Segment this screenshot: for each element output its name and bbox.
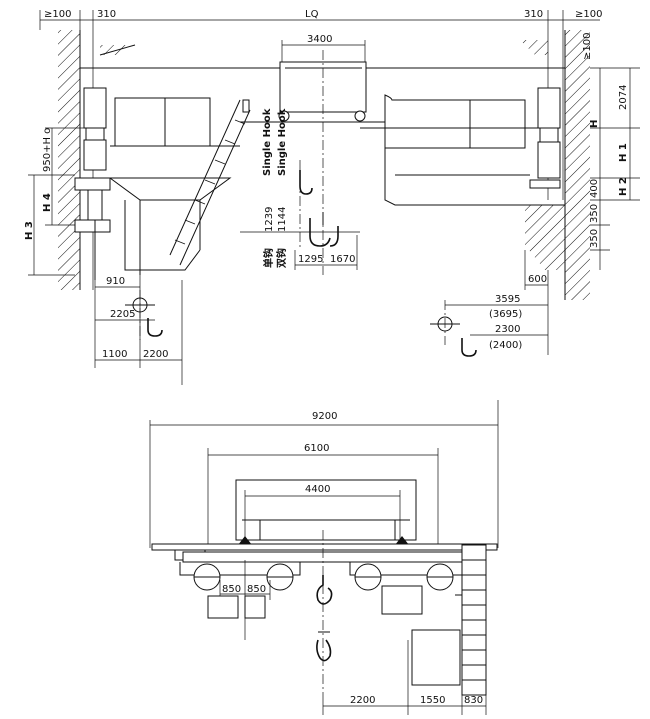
left-end-carriage (74, 87, 111, 280)
aux-hook-icon (299, 170, 313, 195)
dim-h3: H 3 (24, 221, 35, 240)
bottom-hook-icon (316, 530, 333, 700)
right-bottom-dims: 600 3595 (3695) 2300 (2400) (430, 250, 549, 357)
bottom-trolley: 4400 (235, 479, 417, 545)
dim-2205: 2205 (110, 309, 135, 320)
dim-2200-top: 2200 (143, 349, 168, 360)
dim-h2: H 2 (618, 177, 629, 196)
cn-double-hook: 双钩 (275, 248, 288, 268)
dim-910: 910 (106, 276, 125, 287)
cn-single-hook: 单钩 (262, 248, 275, 268)
dim-right-310: 310 (524, 9, 543, 20)
dim-chain-6100: 6100 (207, 443, 439, 545)
left-vertical-dims: 950+H o H 4 H 3 (24, 127, 84, 276)
bottom-bridge-girder (151, 543, 498, 576)
dim-400: 400 (589, 179, 600, 198)
dim-2300: 2300 (495, 324, 520, 335)
dim-1670: 1670 (330, 254, 355, 265)
top-view: ≥100 310 LQ 310 ≥100 ≥100 (24, 9, 640, 385)
bottom-right-cab (411, 544, 487, 696)
single-hook-label-2: Single Hook (277, 108, 288, 176)
dim-span: LQ (305, 9, 319, 20)
dim-3595: 3595 (495, 294, 520, 305)
dim-350-b: 350 (589, 229, 600, 248)
dim-1295: 1295 (298, 254, 323, 265)
access-ladder (169, 99, 251, 266)
dim-850-a: 850 (222, 584, 241, 595)
dim-850-pair: 850 850 (207, 560, 423, 640)
bottom-view: 9200 6100 4400 (149, 400, 499, 715)
dim-h1: H 1 (618, 143, 629, 162)
dim-trolley-4400: 4400 (305, 484, 330, 495)
bridge-girder-right (360, 94, 540, 206)
dim-chain-9200: 9200 (149, 400, 499, 548)
dim-h4: H 4 (42, 193, 53, 212)
dim-left-310: 310 (97, 9, 116, 20)
dim-1144: 1144 (277, 207, 288, 232)
left-bottom-dims: 910 2205 1100 2200 (94, 270, 183, 385)
right-end-carriage (525, 87, 565, 270)
dim-1100: 1100 (102, 349, 127, 360)
dim-850-b: 850 (247, 584, 266, 595)
bridge-girder-left (108, 97, 240, 275)
dim-gap-right: ≥100 (575, 9, 602, 20)
dim-gap-left: ≥100 (44, 9, 71, 20)
dim-350-a: 350 (589, 204, 600, 223)
dim-830: 830 (464, 695, 483, 706)
right-vertical-dims: 2074 H H 1 H 2 400 350 350 (589, 67, 640, 270)
dim-h: H (589, 120, 600, 128)
hook-offset-dims: 1295 1670 (294, 235, 358, 270)
bottom-wheels (193, 563, 454, 591)
single-hook-label-1: Single Hook (262, 108, 273, 176)
dim-2074: 2074 (618, 85, 629, 110)
dim-2200-bottom: 2200 (350, 695, 375, 706)
dim-1239: 1239 (264, 207, 275, 232)
dim-h0: 950+H o (42, 128, 53, 172)
dim-2400: (2400) (489, 340, 522, 351)
dim-600: 600 (528, 274, 547, 285)
main-hook-icon (309, 212, 339, 247)
dim-overall-9200: 9200 (312, 411, 337, 422)
dim-3695: (3695) (489, 309, 522, 320)
bottom-dim-chain: 2200 1550 830 (322, 640, 487, 715)
dim-wheelbase-6100: 6100 (304, 443, 329, 454)
dim-1550: 1550 (420, 695, 445, 706)
dim-trolley-3400: 3400 (307, 34, 332, 45)
